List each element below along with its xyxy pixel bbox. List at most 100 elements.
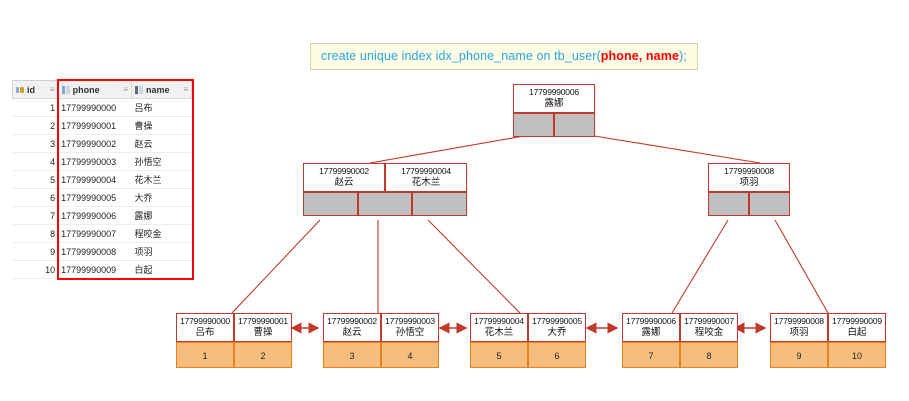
primary-key-icon bbox=[16, 86, 24, 94]
cell-id[interactable]: 4 bbox=[12, 152, 59, 171]
cell-id[interactable]: 6 bbox=[12, 188, 59, 207]
cell-id[interactable]: 9 bbox=[12, 242, 59, 261]
sort-icon-id[interactable]: ≡ bbox=[49, 84, 55, 94]
leaf-data-cell[interactable]: 6 bbox=[528, 342, 586, 369]
node-pointer-cell[interactable] bbox=[749, 192, 790, 217]
cell-id[interactable]: 8 bbox=[12, 224, 59, 243]
sql-prefix: create unique index idx_phone_name on tb… bbox=[321, 49, 601, 63]
cell-name[interactable]: 项羽 bbox=[131, 242, 192, 261]
node-pointer-cell[interactable] bbox=[708, 192, 749, 217]
node-pointer-cell[interactable] bbox=[554, 113, 595, 138]
cell-phone[interactable]: 17799990007 bbox=[58, 224, 132, 243]
leaf-data-cell[interactable]: 2 bbox=[234, 342, 292, 369]
cell-name[interactable]: 白起 bbox=[131, 260, 192, 279]
cell-phone[interactable]: 17799990008 bbox=[58, 242, 132, 261]
leaf-data-cell[interactable]: 10 bbox=[828, 342, 886, 369]
node-key-name: 大乔 bbox=[547, 327, 567, 339]
cell-phone[interactable]: 17799990002 bbox=[58, 134, 132, 153]
node-pointer-row bbox=[708, 192, 790, 217]
cell-id[interactable]: 2 bbox=[12, 116, 59, 135]
cell-name[interactable]: 赵云 bbox=[131, 134, 192, 153]
leaf-data-cell[interactable]: 8 bbox=[680, 342, 738, 369]
cell-name[interactable]: 花木兰 bbox=[131, 170, 192, 189]
cell-id[interactable]: 10 bbox=[12, 260, 59, 279]
cell-phone[interactable]: 17799990005 bbox=[58, 188, 132, 207]
cell-phone[interactable]: 17799990004 bbox=[58, 170, 132, 189]
sort-icon-name[interactable]: ≡ bbox=[183, 84, 188, 94]
node-key-phone: 17799990003 bbox=[385, 316, 435, 326]
cell-phone[interactable]: 17799990001 bbox=[58, 116, 132, 135]
sort-icon-phone[interactable]: ≡ bbox=[123, 84, 129, 94]
column-header-phone[interactable]: phone ≡ bbox=[57, 80, 133, 99]
cell-name[interactable]: 孙悟空 bbox=[131, 152, 192, 171]
leaf-data-cell[interactable]: 9 bbox=[770, 342, 828, 369]
cell-name[interactable]: 露娜 bbox=[131, 206, 192, 225]
cell-name[interactable]: 吕布 bbox=[131, 98, 192, 117]
column-header-name-label: name bbox=[146, 84, 170, 95]
node-key-name: 孙悟空 bbox=[395, 327, 425, 339]
cell-name[interactable]: 大乔 bbox=[131, 188, 192, 207]
cell-id[interactable]: 7 bbox=[12, 206, 59, 225]
grid-header-row: id ≡ phone ≡ bbox=[12, 80, 192, 99]
cell-phone[interactable]: 17799990003 bbox=[58, 152, 132, 171]
cell-phone[interactable]: 17799990006 bbox=[58, 206, 132, 225]
cell-id[interactable]: 5 bbox=[12, 170, 59, 189]
cell-id[interactable]: 1 bbox=[12, 98, 59, 117]
node-pointer-cell[interactable] bbox=[412, 192, 467, 217]
leaf-data-cell[interactable]: 7 bbox=[622, 342, 680, 369]
node-pointer-cell[interactable] bbox=[357, 192, 413, 217]
node-pointer-cell[interactable] bbox=[303, 192, 358, 217]
node-key-name: 花木兰 bbox=[411, 177, 441, 189]
cell-name[interactable]: 程咬金 bbox=[131, 224, 192, 243]
cell-phone[interactable]: 17799990009 bbox=[58, 260, 132, 279]
leaf-data-cell[interactable]: 4 bbox=[381, 342, 439, 369]
leaf-data-cell[interactable]: 1 bbox=[176, 342, 234, 369]
column-header-id[interactable]: id ≡ bbox=[12, 80, 59, 99]
node-pointer-cell[interactable] bbox=[513, 113, 554, 138]
leaf-data-cell[interactable]: 5 bbox=[470, 342, 528, 369]
leaf-data-cell[interactable]: 3 bbox=[323, 342, 381, 369]
column-header-name[interactable]: name ≡ bbox=[131, 80, 192, 99]
cell-id[interactable]: 3 bbox=[12, 134, 59, 153]
node-key-name: 项羽 bbox=[739, 177, 759, 189]
node-key-phone: 17799990007 bbox=[684, 316, 734, 326]
cell-phone[interactable]: 17799990000 bbox=[58, 98, 132, 117]
cell-name[interactable]: 曹操 bbox=[131, 116, 192, 135]
